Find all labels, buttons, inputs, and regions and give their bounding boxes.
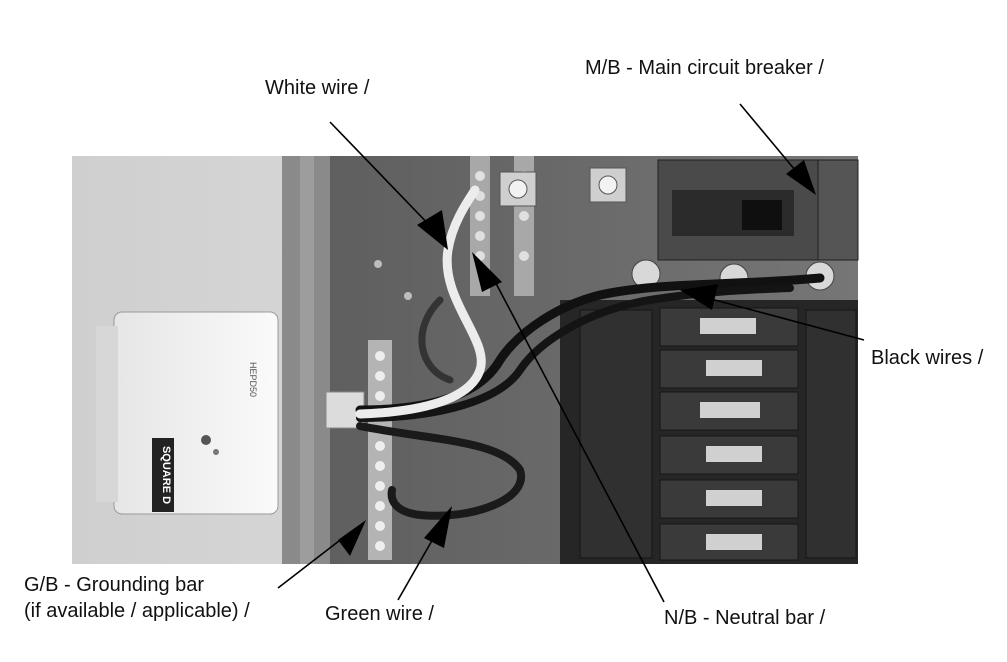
device-model-text: HEPD50: [248, 362, 258, 397]
grounding-bar: [368, 340, 392, 560]
neutral-bar-arrowhead: [472, 252, 502, 292]
black-wires-arrowhead: [680, 284, 718, 310]
panel-photo: SQUARE D HEPD50: [72, 156, 859, 564]
branch-breakers: [579, 307, 857, 561]
grounding-bar-label: G/B - Grounding bar (if available / appl…: [24, 572, 250, 624]
grounding-bar-label-line2: (if available / applicable) /: [24, 600, 250, 622]
device-brand-text: SQUARE D: [160, 446, 172, 504]
pointer-lines: [277, 103, 865, 603]
green-wire-label: Green wire /: [325, 603, 434, 625]
surge-protector-device: SQUARE D HEPD50: [96, 311, 279, 515]
main-breaker: [657, 159, 859, 261]
main-breaker-label: M/B - Main circuit breaker /: [585, 57, 824, 79]
black-wires-label: Black wires /: [871, 347, 984, 369]
grounding-bar-arrowhead: [338, 520, 366, 556]
arrowheads: [338, 160, 816, 556]
green-wire-arrowhead: [424, 506, 452, 548]
white-wire-label: White wire /: [265, 77, 370, 99]
grounding-bar-label-line1: G/B - Grounding bar: [24, 574, 205, 596]
neutral-bar-label: N/B - Neutral bar /: [664, 607, 826, 629]
white-wire-arrowhead: [417, 210, 448, 250]
main-breaker-arrowhead: [786, 160, 816, 195]
